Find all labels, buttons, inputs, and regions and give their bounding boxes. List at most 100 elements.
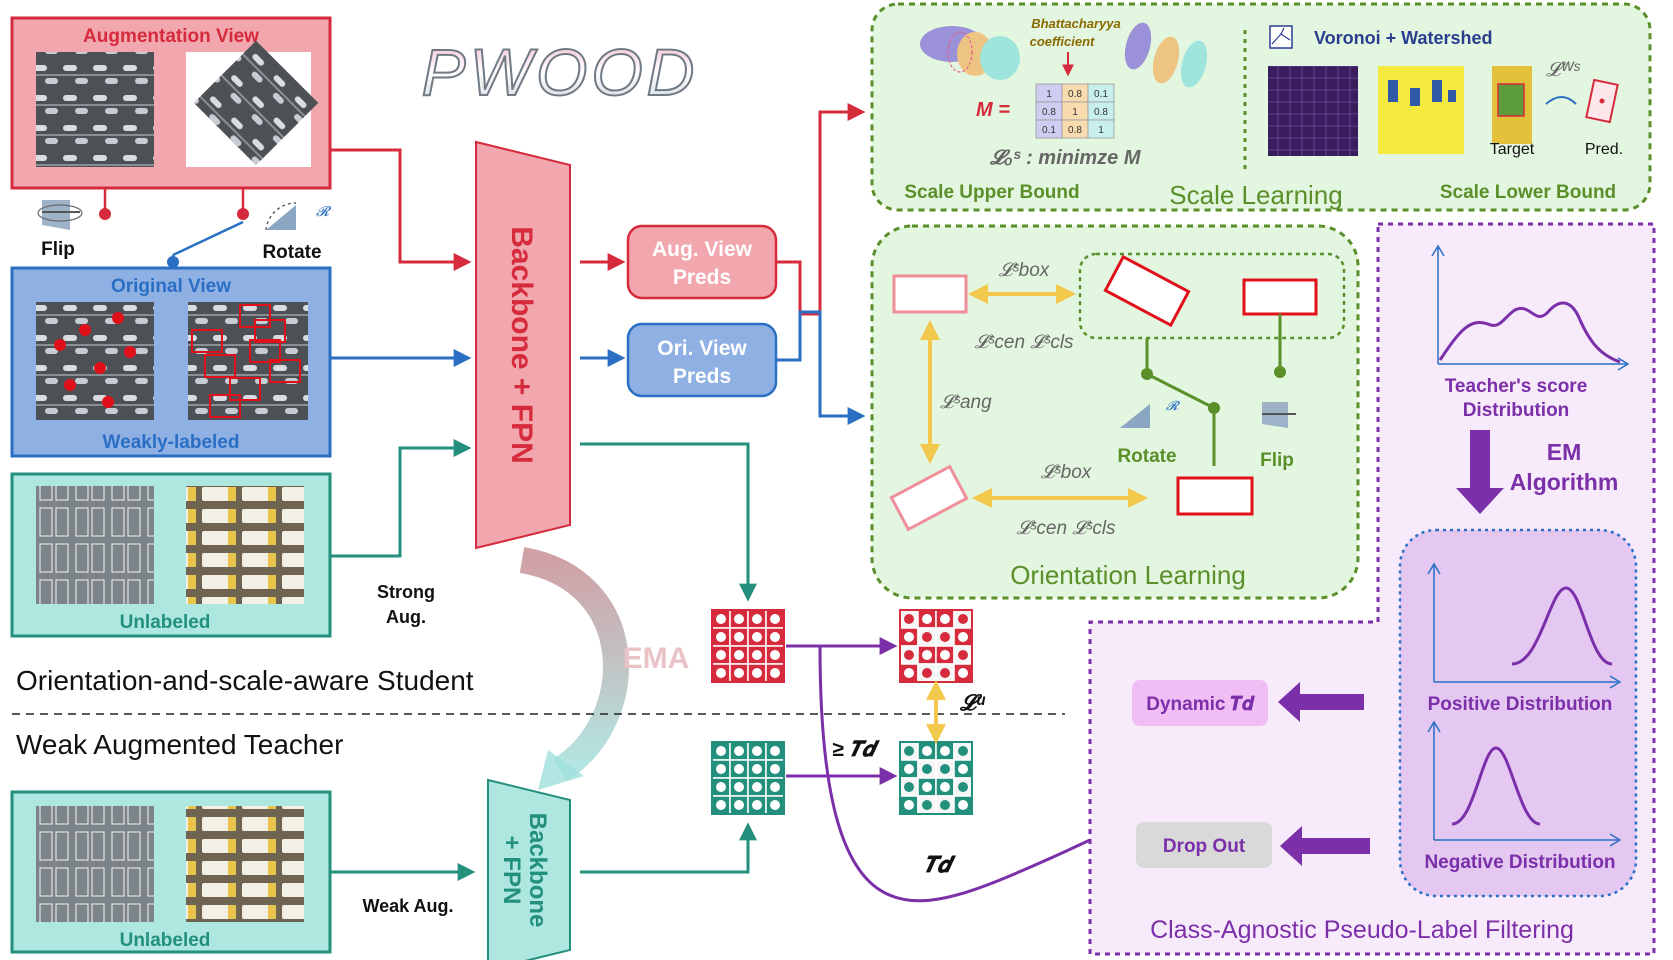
gaussian-ellipses-overlap: [920, 26, 1020, 80]
em-line1: EM: [1547, 439, 1582, 465]
teacher-backbone-to-matrix: [580, 822, 757, 874]
grid-dot: [770, 746, 780, 756]
grid-dot: [770, 668, 780, 678]
m-equals-label: M =: [976, 99, 1010, 121]
grid-dot: [752, 614, 762, 624]
teacher-score-curve: [1438, 301, 1621, 364]
grid-dot: [752, 764, 762, 774]
grid-dot: [716, 614, 726, 624]
scale-upper-bound: Scale Upper Bound: [904, 182, 1079, 203]
dynamic-td-box: [1132, 680, 1268, 726]
grid-dot: [752, 650, 762, 660]
orientation-connectors: [1141, 314, 1286, 466]
orient-flip-label: Flip: [1260, 450, 1294, 471]
point-annotations: [54, 312, 136, 408]
red-box-rotated: [1103, 254, 1191, 328]
matrix-value: 0.8: [1042, 107, 1056, 118]
dropout-arrow: [1280, 826, 1370, 866]
target-label: Target: [1490, 141, 1535, 158]
grid-dot: [940, 668, 950, 678]
teacher-unlabeled-buses: [186, 806, 304, 922]
td-curve: [818, 645, 1091, 903]
teacher-backbone: Backbone + FPN: [487, 778, 571, 960]
grid-dot: [940, 614, 950, 624]
pred-label: Pred.: [1585, 141, 1623, 158]
grid-dot: [734, 764, 744, 774]
grid-frame: [711, 741, 785, 815]
ema-label: EMA: [623, 642, 690, 675]
svg-text:Preds: Preds: [673, 365, 731, 388]
matrix-value: 0.1: [1094, 89, 1108, 100]
negative-dist-plot: [1427, 720, 1622, 847]
orient-rotate-icon: [1120, 404, 1150, 428]
bhattacharyya-line2: coefficient: [1030, 34, 1095, 49]
grid-dot: [734, 650, 744, 660]
student-unlabeled-panel: Unlabeled: [10, 472, 332, 638]
grid-dot: [958, 782, 968, 792]
aug-view-preds-box: Aug. View Preds: [626, 224, 778, 300]
teacher-section-label: Weak Augmented Teacher: [16, 729, 343, 760]
matrix-value: 0.8: [1094, 107, 1108, 118]
grid-dot: [770, 632, 780, 642]
loss-cen-cls-bottom: 𝓛ˢcen 𝓛ˢcls: [1016, 518, 1116, 539]
em-arrow: [1456, 430, 1504, 514]
teacher-filtered-grid: [899, 741, 973, 815]
ema-arrow: [519, 547, 629, 782]
teacher-dist-line2: Distribution: [1463, 400, 1570, 421]
matrix-value: 0.8: [1068, 125, 1082, 136]
aug-flow-arrow: [330, 148, 472, 271]
student-prediction-grid: [711, 609, 785, 683]
orient-flip-icon: [1262, 402, 1296, 428]
grid-dot: [770, 800, 780, 810]
dynamic-arrow: [1278, 682, 1364, 722]
grid-dot: [958, 764, 968, 774]
original-view-title: Original View: [111, 276, 231, 297]
grid-dot: [734, 614, 744, 624]
augmentation-view-title: Augmentation View: [83, 26, 259, 47]
scale-loss-o: 𝓛ₒˢ : minimze M: [989, 147, 1142, 169]
strong-aug-line2: Aug.: [386, 607, 426, 627]
grid-dot: [734, 632, 744, 642]
weakly-labeled-caption: Weakly-labeled: [103, 432, 240, 453]
grid-dot: [940, 800, 950, 810]
original-view-panel: Original View Weakly-labeled: [10, 266, 332, 458]
ori-image-points: [36, 302, 154, 420]
aug-ori-connector: [99, 188, 249, 268]
grid-dot: [958, 746, 968, 756]
negative-dist-curve: [1451, 746, 1541, 826]
grid-dot: [770, 764, 780, 774]
grid-dot: [904, 764, 914, 774]
augmentation-view-panel: Augmentation View: [10, 16, 332, 190]
teacher-dist-line1: Teacher's score: [1445, 376, 1588, 397]
grid-dot: [770, 650, 780, 660]
red-box-flipped: [1242, 278, 1318, 316]
scale-lower-bound: Scale Lower Bound: [1440, 182, 1616, 203]
teacher-unlabeled-caption: Unlabeled: [120, 930, 211, 951]
backbone-to-student-matrix: [580, 442, 757, 602]
loss-w-label: 𝓛ᵂˢ: [1546, 59, 1580, 81]
orientation-learning-panel: 𝓛ˢbox 𝓛ˢcen 𝓛ˢcls 𝓛ˢang 𝓛ˢbox 𝓛ˢcen 𝓛ˢcl…: [870, 224, 1360, 600]
diagram-title: PWOOD: [422, 35, 699, 109]
loss-u-label: 𝓛ᵘ: [959, 690, 986, 715]
grid-dot: [904, 782, 914, 792]
grid-dot: [752, 668, 762, 678]
grid-dot: [904, 746, 914, 756]
filtering-panel: Teacher's score Distribution EM Algorith…: [1088, 222, 1656, 956]
student-backbone: Backbone + FPN: [475, 140, 571, 550]
grid-dot: [734, 746, 744, 756]
grid-dot: [958, 650, 968, 660]
grid-dot: [752, 632, 762, 642]
rotate-symbol: 𝓡: [316, 203, 332, 219]
preds-to-scale-arrow: [776, 103, 866, 316]
voronoi-label: Voronoi + Watershed: [1314, 28, 1493, 48]
grid-dot: [734, 668, 744, 678]
grid-dot: [940, 746, 950, 756]
grid-dot: [904, 614, 914, 624]
dropout-box: [1136, 822, 1272, 868]
gaussian-ellipses-separated: [1124, 22, 1208, 88]
grid-dot: [958, 668, 968, 678]
grid-dot: [716, 650, 726, 660]
positive-dist-curve: [1511, 586, 1613, 666]
ori-view-preds-box: Ori. View Preds: [626, 322, 778, 398]
grid-dot: [734, 782, 744, 792]
